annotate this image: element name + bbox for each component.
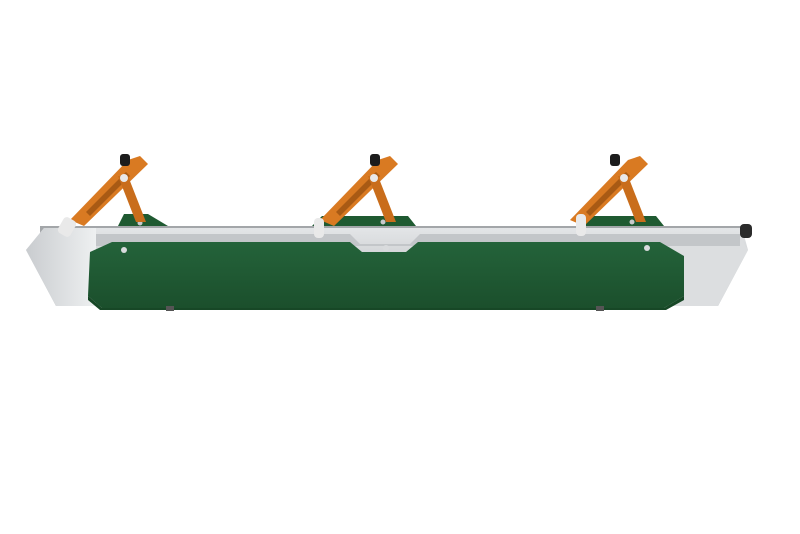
clamp-left [57, 154, 148, 237]
bolt [380, 219, 386, 225]
clamp-rod [576, 214, 586, 236]
bolt [644, 245, 650, 251]
clamp-pivot [370, 174, 378, 182]
front-panel [88, 242, 684, 308]
clamp-rod [57, 217, 77, 237]
trough-right-end [670, 240, 748, 306]
front-panel-shade [88, 296, 684, 310]
foot [166, 306, 174, 311]
clamp-post [368, 176, 396, 222]
clamp-pivot [620, 174, 628, 182]
clamp-post [618, 176, 646, 222]
clamp-pivot [120, 174, 128, 182]
clamp-knob-icon [610, 154, 620, 166]
clamp-rod [314, 218, 324, 238]
clamp-arm-slot [586, 172, 630, 216]
clamp-center [314, 154, 398, 238]
clamp-knob-icon [370, 154, 380, 166]
clamp-arm-slot [86, 172, 130, 216]
clamp-knob-icon [120, 154, 130, 166]
clamp-arm-slot [336, 172, 380, 216]
foot [596, 306, 604, 311]
bolt [629, 219, 635, 225]
bolt [383, 245, 389, 251]
bolt [121, 247, 127, 253]
crank-handle [740, 224, 752, 238]
clamp-right [570, 154, 648, 236]
clamp-post [118, 176, 146, 222]
trough-left-end [26, 228, 96, 306]
